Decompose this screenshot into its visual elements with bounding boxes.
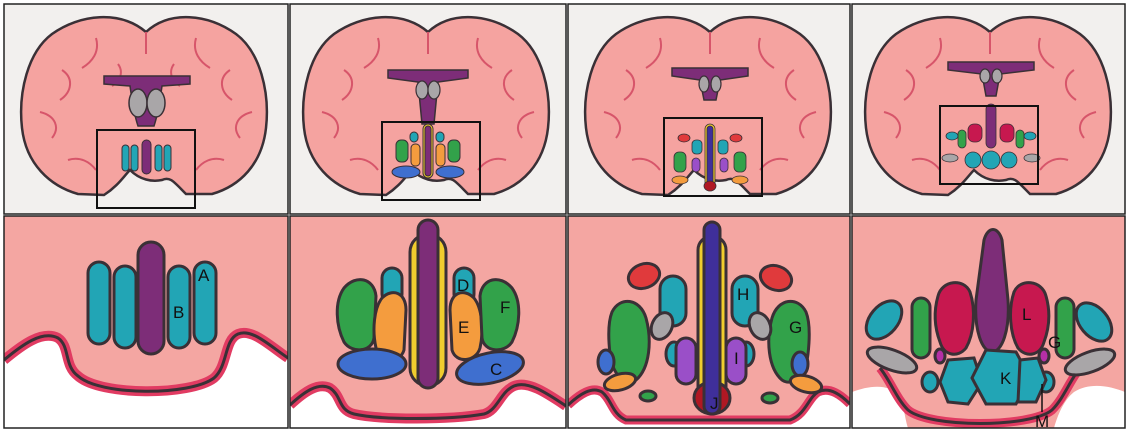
gray-nucleus-right	[992, 69, 1002, 83]
nucleus-i-left	[676, 338, 696, 384]
gray-nucleus-left	[416, 81, 428, 99]
label-a: A	[198, 266, 210, 285]
nucleus-c-left	[338, 349, 406, 379]
label-h: H	[737, 285, 749, 304]
label-g: G	[1048, 333, 1061, 352]
midline-purple	[418, 220, 438, 388]
magenta-left	[935, 349, 945, 363]
brain-section-2	[303, 17, 549, 200]
green-small-left	[640, 391, 656, 401]
nucleus-b-left	[114, 266, 136, 348]
label-g: G	[789, 318, 802, 337]
label-e: E	[458, 318, 469, 337]
label-j: J	[710, 394, 719, 413]
midline-blue	[704, 222, 720, 414]
blue-left	[598, 350, 614, 374]
green-small-right	[762, 393, 778, 403]
brain-section-3	[585, 17, 831, 196]
label-f: F	[500, 298, 510, 317]
gray-nucleus-left	[699, 76, 709, 92]
gray-nucleus-right	[428, 81, 440, 99]
gray-nucleus-right	[711, 76, 721, 92]
brain-section-1	[21, 17, 267, 208]
gray-nucleus-left	[980, 69, 990, 83]
label-i: I	[734, 349, 739, 368]
label-l: L	[1022, 305, 1031, 324]
gray-nucleus-left	[129, 89, 147, 117]
nucleus-g-left	[609, 301, 650, 382]
nucleus-a-left	[88, 262, 110, 344]
gray-nucleus-right	[147, 89, 165, 117]
mini-nuclei	[672, 124, 748, 191]
label-d: D	[457, 276, 469, 295]
brain-section-4	[865, 17, 1111, 195]
nucleus-l-left	[935, 283, 973, 355]
nucleus-f-left	[337, 280, 376, 350]
blue-right	[792, 352, 808, 376]
label-c: C	[490, 360, 502, 379]
midline-nucleus	[138, 242, 164, 354]
label-b: B	[173, 303, 184, 322]
teal-small-left	[922, 372, 938, 392]
label-k: K	[1000, 369, 1012, 388]
green-left	[912, 298, 930, 358]
